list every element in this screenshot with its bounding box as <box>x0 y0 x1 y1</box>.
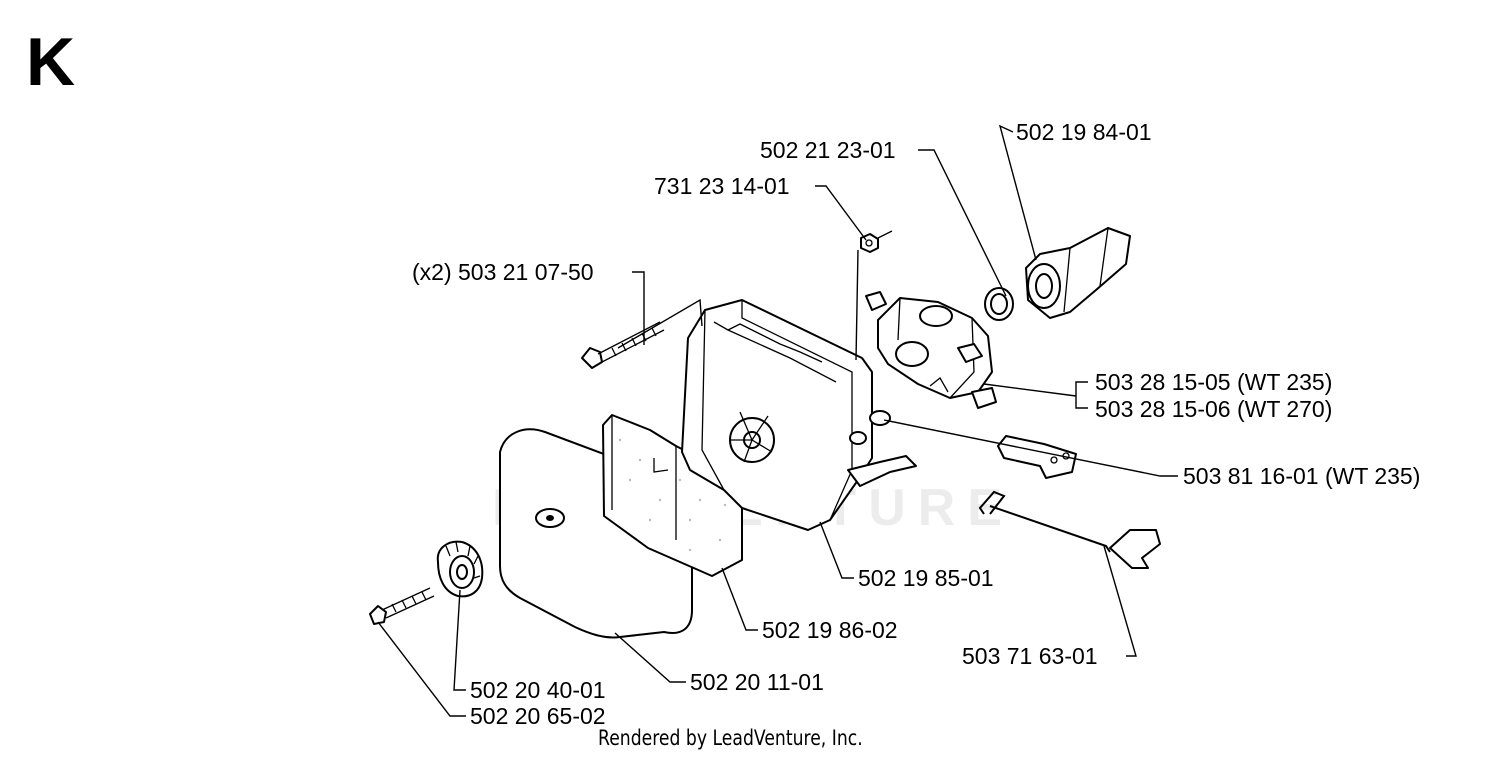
callout-503-81-16-01: 503 81 16-01 (WT 235) <box>1183 463 1420 489</box>
leader-lines <box>377 124 1178 717</box>
foam-filter <box>602 414 743 577</box>
air-box-housing <box>681 299 917 531</box>
short-screw <box>369 587 435 625</box>
callout-502-21-23-01: 502 21 23-01 <box>760 137 896 163</box>
knob <box>436 540 484 598</box>
screw-x2 <box>581 321 665 369</box>
callout-502-19-86-02: 502 19 86-02 <box>762 617 898 643</box>
callout-502-19-85-01: 502 19 85-01 <box>858 565 994 591</box>
intake-manifold <box>1025 227 1131 319</box>
callout-731-23-14-01: 731 23 14-01 <box>654 173 790 199</box>
callout-503-21-07-50: (x2) 503 21 07-50 <box>412 259 594 285</box>
callout-502-20-40-01: 502 20 40-01 <box>470 677 606 703</box>
carburetor <box>865 291 997 409</box>
callout-503-28-15-05: 503 28 15-05 (WT 235) <box>1095 369 1332 395</box>
callout-502-19-84-01: 502 19 84-01 <box>1016 119 1152 145</box>
nut <box>860 230 893 253</box>
callout-502-20-65-02: 502 20 65-02 <box>470 703 606 729</box>
callout-502-20-11-01: 502 20 11-01 <box>690 669 824 695</box>
gasket-ring <box>984 287 1014 321</box>
page-letter: K <box>26 24 76 100</box>
callout-503-71-63-01: 503 71 63-01 <box>962 643 1098 669</box>
footer-credit: Rendered by LeadVenture, Inc. <box>598 726 863 750</box>
callout-503-28-15-06: 503 28 15-06 (WT 270) <box>1095 396 1332 422</box>
choke-rod <box>978 490 1161 569</box>
callout-labels: 502 21 23-01 502 19 84-01 731 23 14-01 (… <box>412 119 1420 729</box>
